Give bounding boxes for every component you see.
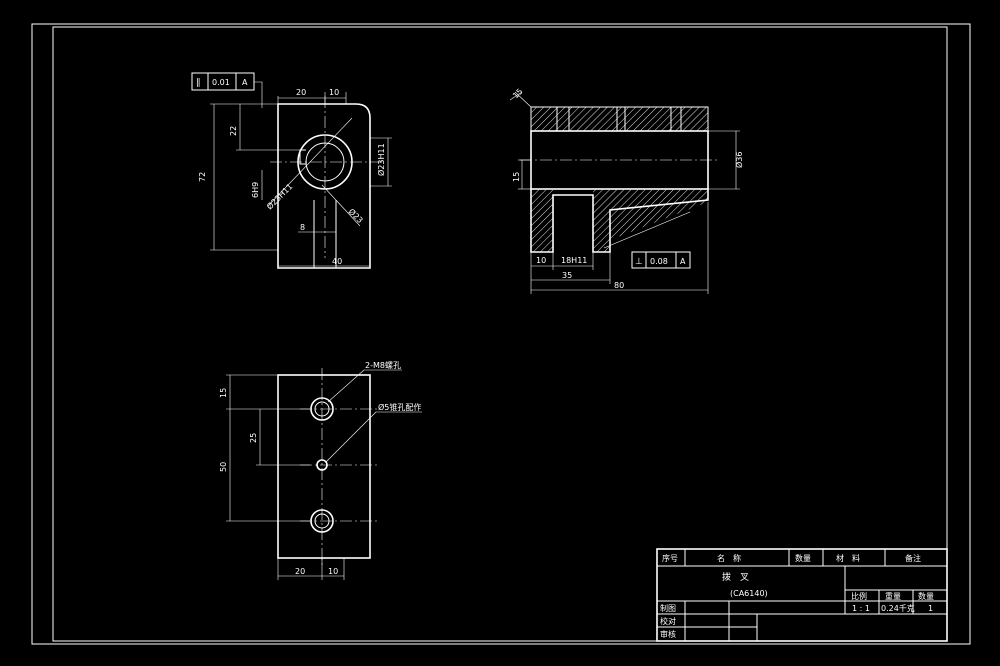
dim-total-spacing: 50 xyxy=(219,462,228,472)
callout-taper-pin: Ø5锥孔配作 xyxy=(378,402,421,412)
inner-border xyxy=(52,26,948,642)
keyway xyxy=(299,149,306,165)
value-weight: 0.24千克 xyxy=(881,603,915,613)
parallelism-symbol: ∥ xyxy=(196,78,201,88)
perp-datum: A xyxy=(680,257,686,266)
parallelism-value: 0.01 xyxy=(212,78,230,87)
label-weight: 重量 xyxy=(885,591,901,601)
dim-top-width: 20 xyxy=(296,88,306,97)
dim-height: 72 xyxy=(198,172,207,182)
top-view-outline xyxy=(277,374,371,559)
perp-symbol: ⊥ xyxy=(635,257,643,267)
dim-bore-lower: Ø23 xyxy=(347,206,366,225)
dim-slot-width: 8 xyxy=(300,223,305,232)
part-model: (CA6140) xyxy=(730,589,768,598)
fork-body-outline xyxy=(277,103,371,269)
parallelism-datum: A xyxy=(242,78,248,87)
part-name: 拨 叉 xyxy=(722,571,749,583)
dim-bottom-width: 40 xyxy=(332,257,342,266)
dim-upper-offset: 22 xyxy=(229,126,238,136)
value-quantity: 1 xyxy=(928,604,933,613)
dim-mid: 35 xyxy=(562,271,572,280)
callout-thread-holes: 2-M8螺孔 xyxy=(365,360,401,370)
header-index: 序号 xyxy=(662,553,678,563)
label-quantity: 数量 xyxy=(918,591,934,601)
label-reviewed: 审核 xyxy=(660,629,676,639)
lower-flange xyxy=(530,189,709,253)
dim-bore-len: 18H11 xyxy=(561,256,587,265)
dim-top-spacing: 15 xyxy=(219,388,228,398)
perpendicularity-frame: ⊥ 0.08 A xyxy=(603,211,691,269)
label-checked: 校对 xyxy=(660,616,676,626)
title-block: 序号 名 称 数量 材 料 备注 拨 叉 (CA6140) 比例 重量 数量 1… xyxy=(656,548,948,642)
header-qty: 数量 xyxy=(795,553,811,563)
outer-border xyxy=(31,23,971,645)
dim-bottom-left: 20 xyxy=(295,567,305,576)
header-remarks: 备注 xyxy=(905,553,921,563)
front-view: ∥ 0.01 A 20 10 72 22 xyxy=(191,72,392,269)
header-name: 名 称 xyxy=(717,553,741,563)
header-material: 材 料 xyxy=(836,553,860,563)
perp-value: 0.08 xyxy=(650,257,668,266)
dim-mid-spacing: 25 xyxy=(249,433,258,443)
top-view: 2-M8螺孔 Ø5锥孔配作 15 25 50 20 10 xyxy=(219,360,422,580)
dim-bottom-right: 10 xyxy=(328,567,338,576)
dim-total: 80 xyxy=(614,281,624,290)
dim-flange: 10 xyxy=(536,256,546,265)
dim-keyway: 6H9 xyxy=(251,182,260,198)
dim-bore-right: Ø23H11 xyxy=(376,143,386,176)
dim-left-height: 15 xyxy=(512,172,521,182)
label-drawn: 制图 xyxy=(660,603,676,613)
dim-bore-left: Ø23H11 xyxy=(264,181,294,211)
dim-diameter: Ø36 xyxy=(734,152,744,168)
slot-outline xyxy=(313,200,337,268)
parallelism-frame: ∥ 0.01 A xyxy=(191,72,263,108)
dim-chamfer: 15 xyxy=(511,87,525,101)
side-view: 15 15 Ø36 ⊥ 0.08 A 10 18H11 xyxy=(509,87,744,294)
dim-top-right: 10 xyxy=(329,88,339,97)
value-scale: 1 : 1 xyxy=(852,604,870,613)
label-scale: 比例 xyxy=(851,591,867,601)
